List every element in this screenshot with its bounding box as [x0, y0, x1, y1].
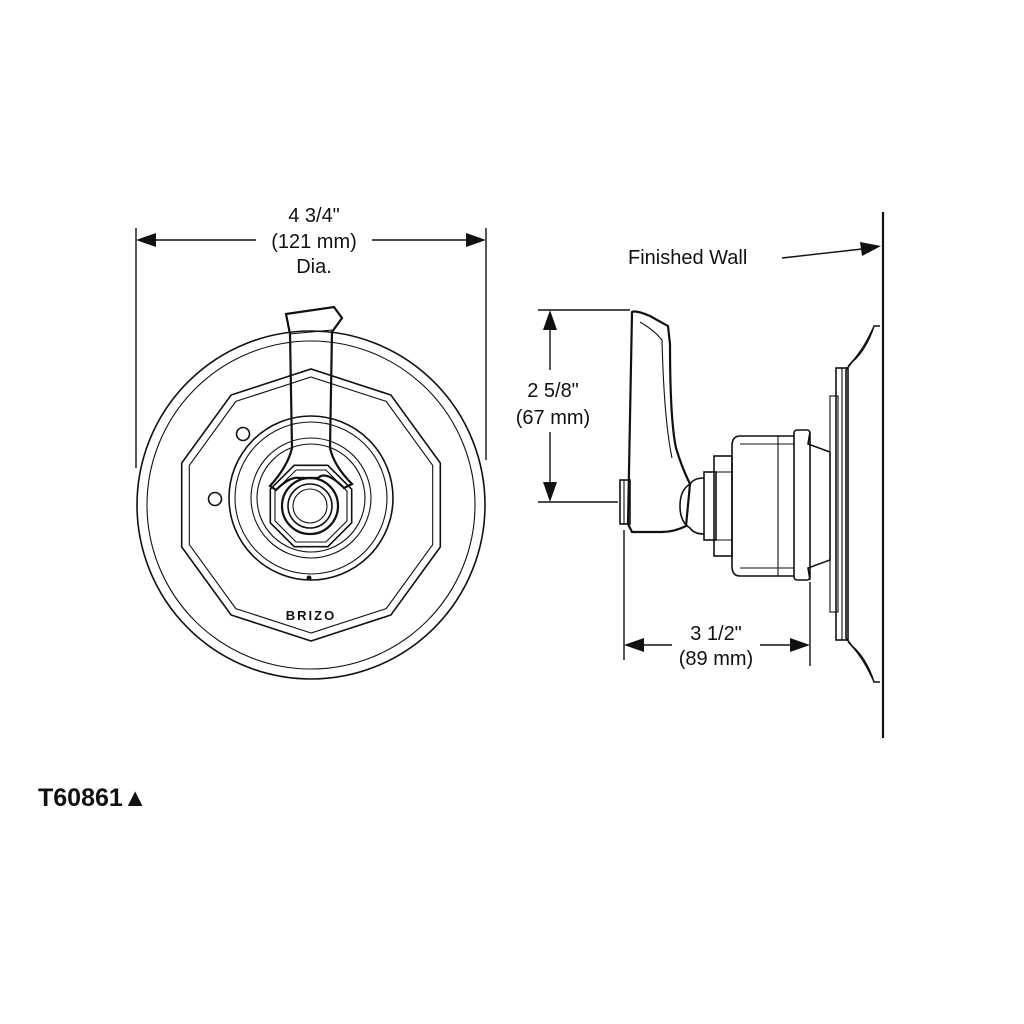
brand-logo: BRIZO: [286, 608, 336, 623]
handle-base-cap: [619, 479, 631, 525]
lever-handle-front: [268, 305, 354, 492]
depth-label-metric: (89 mm): [679, 648, 753, 670]
diameter-arrow-right: [466, 233, 486, 247]
hub-screw: [292, 488, 328, 524]
mounting-hole-bottom: [207, 491, 223, 507]
stem-collar: [703, 471, 717, 541]
height-label-metric: (67 mm): [516, 407, 590, 429]
depth-label-imperial: 3 1/2": [690, 623, 742, 645]
depth-arrow-left: [624, 638, 644, 652]
lever-handle-side: [626, 310, 692, 534]
height-label-imperial: 2 5/8": [527, 380, 579, 402]
boss-ring-3: [250, 437, 372, 559]
model-number: T60861▲: [38, 784, 148, 812]
hub-octagon-outer: [269, 464, 353, 548]
lever-handle-front-edge: [289, 329, 333, 335]
boss-ring-2: [234, 421, 388, 575]
height-arrow-top: [543, 310, 557, 330]
mounting-hole-top: [235, 426, 251, 442]
diameter-label-metric: (121 mm): [271, 231, 357, 253]
faceted-trim-outer: [180, 368, 442, 642]
depth-arrow-right: [790, 638, 810, 652]
finished-wall-arrow: [860, 242, 881, 256]
finished-wall-leader: [781, 248, 863, 259]
stem-neck: [679, 477, 705, 535]
escutcheon-profile: [845, 325, 880, 683]
hub-cap-inner: [287, 483, 333, 529]
escutcheon-outer-circle: [136, 330, 486, 680]
escutcheon-inner-circle: [146, 340, 476, 670]
diameter-label-dia: Dia.: [296, 256, 332, 278]
lever-handle-side-inner: [639, 321, 673, 459]
escutcheon-profile-inner: [847, 329, 873, 679]
valve-collar: [793, 429, 811, 581]
boss-ring-4: [256, 443, 366, 553]
hex-nut: [713, 455, 733, 557]
valve-housing: [731, 435, 794, 577]
height-arrow-bottom: [543, 482, 557, 502]
finished-wall-label: Finished Wall: [628, 247, 747, 269]
side-view: Finished Wall: [516, 212, 885, 738]
boss-outer-ring: [228, 415, 394, 581]
diameter-label-imperial: 4 3/4": [288, 205, 340, 227]
indicator-dot: [306, 575, 312, 581]
hub-cap-outer: [280, 476, 340, 536]
diameter-arrow-left: [136, 233, 156, 247]
front-view: 4 3/4" (121 mm) Dia. BRIZO: [135, 205, 487, 680]
faceted-trim-inner: [188, 376, 434, 634]
valve-body: [807, 431, 831, 581]
